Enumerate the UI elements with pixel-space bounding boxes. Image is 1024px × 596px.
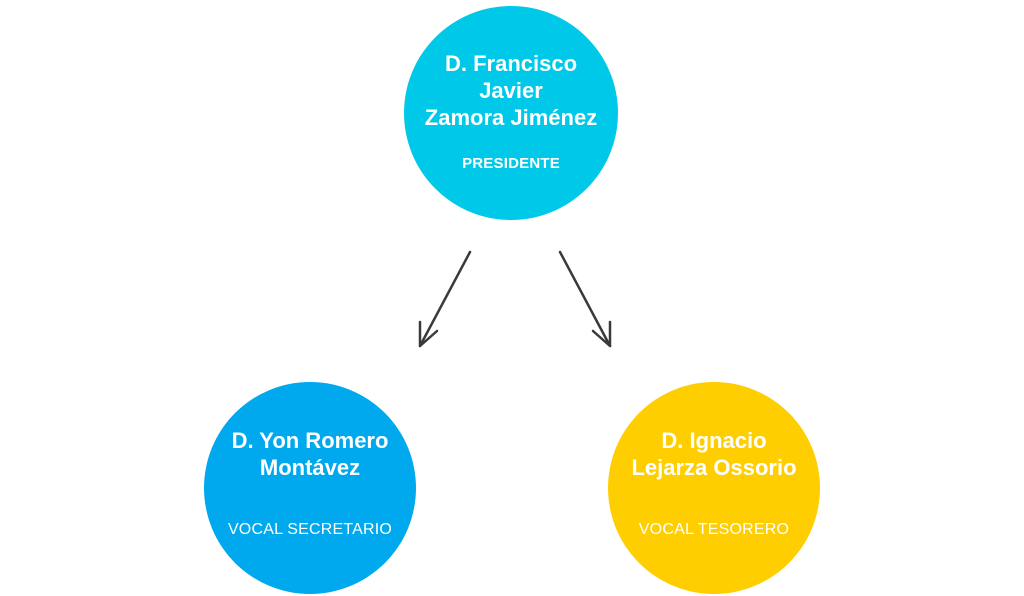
node-secretario: D. Yon Romero Montávez VOCAL SECRETARIO — [204, 382, 416, 594]
node-presidente: D. Francisco Javier Zamora Jiménez PRESI… — [404, 6, 618, 220]
node-role: VOCAL TESORERO — [638, 521, 790, 538]
node-role: VOCAL SECRETARIO — [227, 521, 393, 538]
node-name: D. Francisco Javier Zamora Jiménez — [424, 51, 598, 130]
node-tesorero: D. Ignacio Lejarza Ossorio VOCAL TESORER… — [608, 382, 820, 594]
node-name: D. Ignacio Lejarza Ossorio — [631, 428, 797, 480]
node-role: PRESIDENTE — [462, 155, 560, 172]
arrow-to-tesorero — [558, 250, 612, 348]
node-name: D. Yon Romero Montávez — [231, 428, 389, 480]
arrow-to-secretario — [418, 250, 472, 348]
